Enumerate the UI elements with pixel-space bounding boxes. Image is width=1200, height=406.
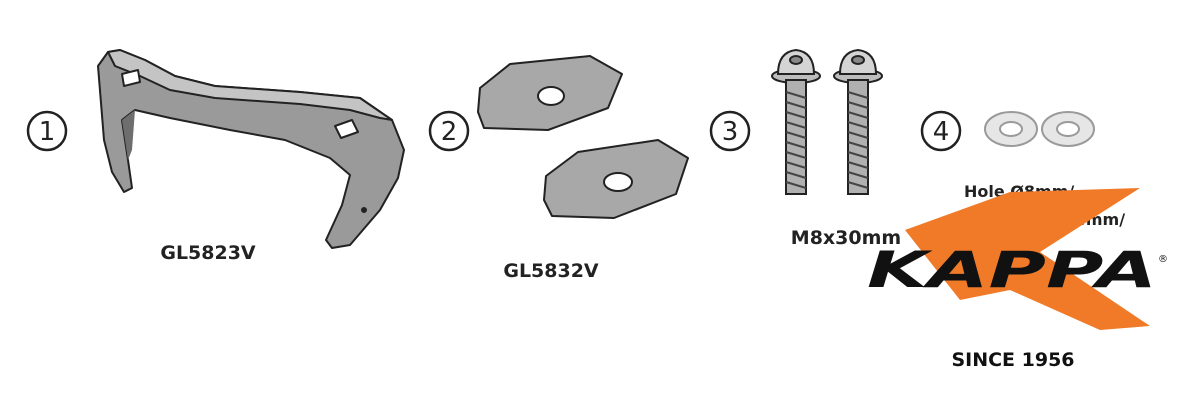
item-2-circle (428, 110, 470, 152)
item-2-code: GL5832V (503, 260, 599, 282)
item-1-code: GL5823V (160, 242, 256, 264)
item-1-number: 1 (39, 117, 56, 147)
item-4-number: 4 (933, 117, 950, 147)
kappa-tagline: SINCE 1956 (951, 349, 1074, 371)
washer-icon (984, 111, 1038, 147)
kappa-swoosh-icon (905, 188, 1150, 330)
plate-icon (477, 55, 623, 131)
item-2-number: 2 (441, 117, 458, 147)
item-1-circle (26, 110, 68, 152)
item-3: 3 M8x30mm (709, 48, 901, 249)
kappa-logo: KAPPA ® SINCE 1956 (867, 188, 1168, 371)
plate-icon (543, 139, 689, 219)
item-3-code: M8x30mm (791, 227, 901, 249)
kappa-registered-mark: ® (1158, 254, 1168, 265)
bolt-icon (771, 48, 821, 195)
item-3-number: 3 (722, 117, 739, 147)
item-3-circle (709, 110, 751, 152)
bracket-gl5823v-icon (97, 49, 405, 249)
bolt-icon (833, 48, 883, 195)
item-1: 1 GL5823V (26, 49, 405, 264)
washer-icon (1041, 111, 1095, 147)
kappa-wordmark: KAPPA (867, 241, 1157, 299)
item-4-circle (920, 110, 962, 152)
item-2: 2 GL5832V (428, 55, 689, 282)
